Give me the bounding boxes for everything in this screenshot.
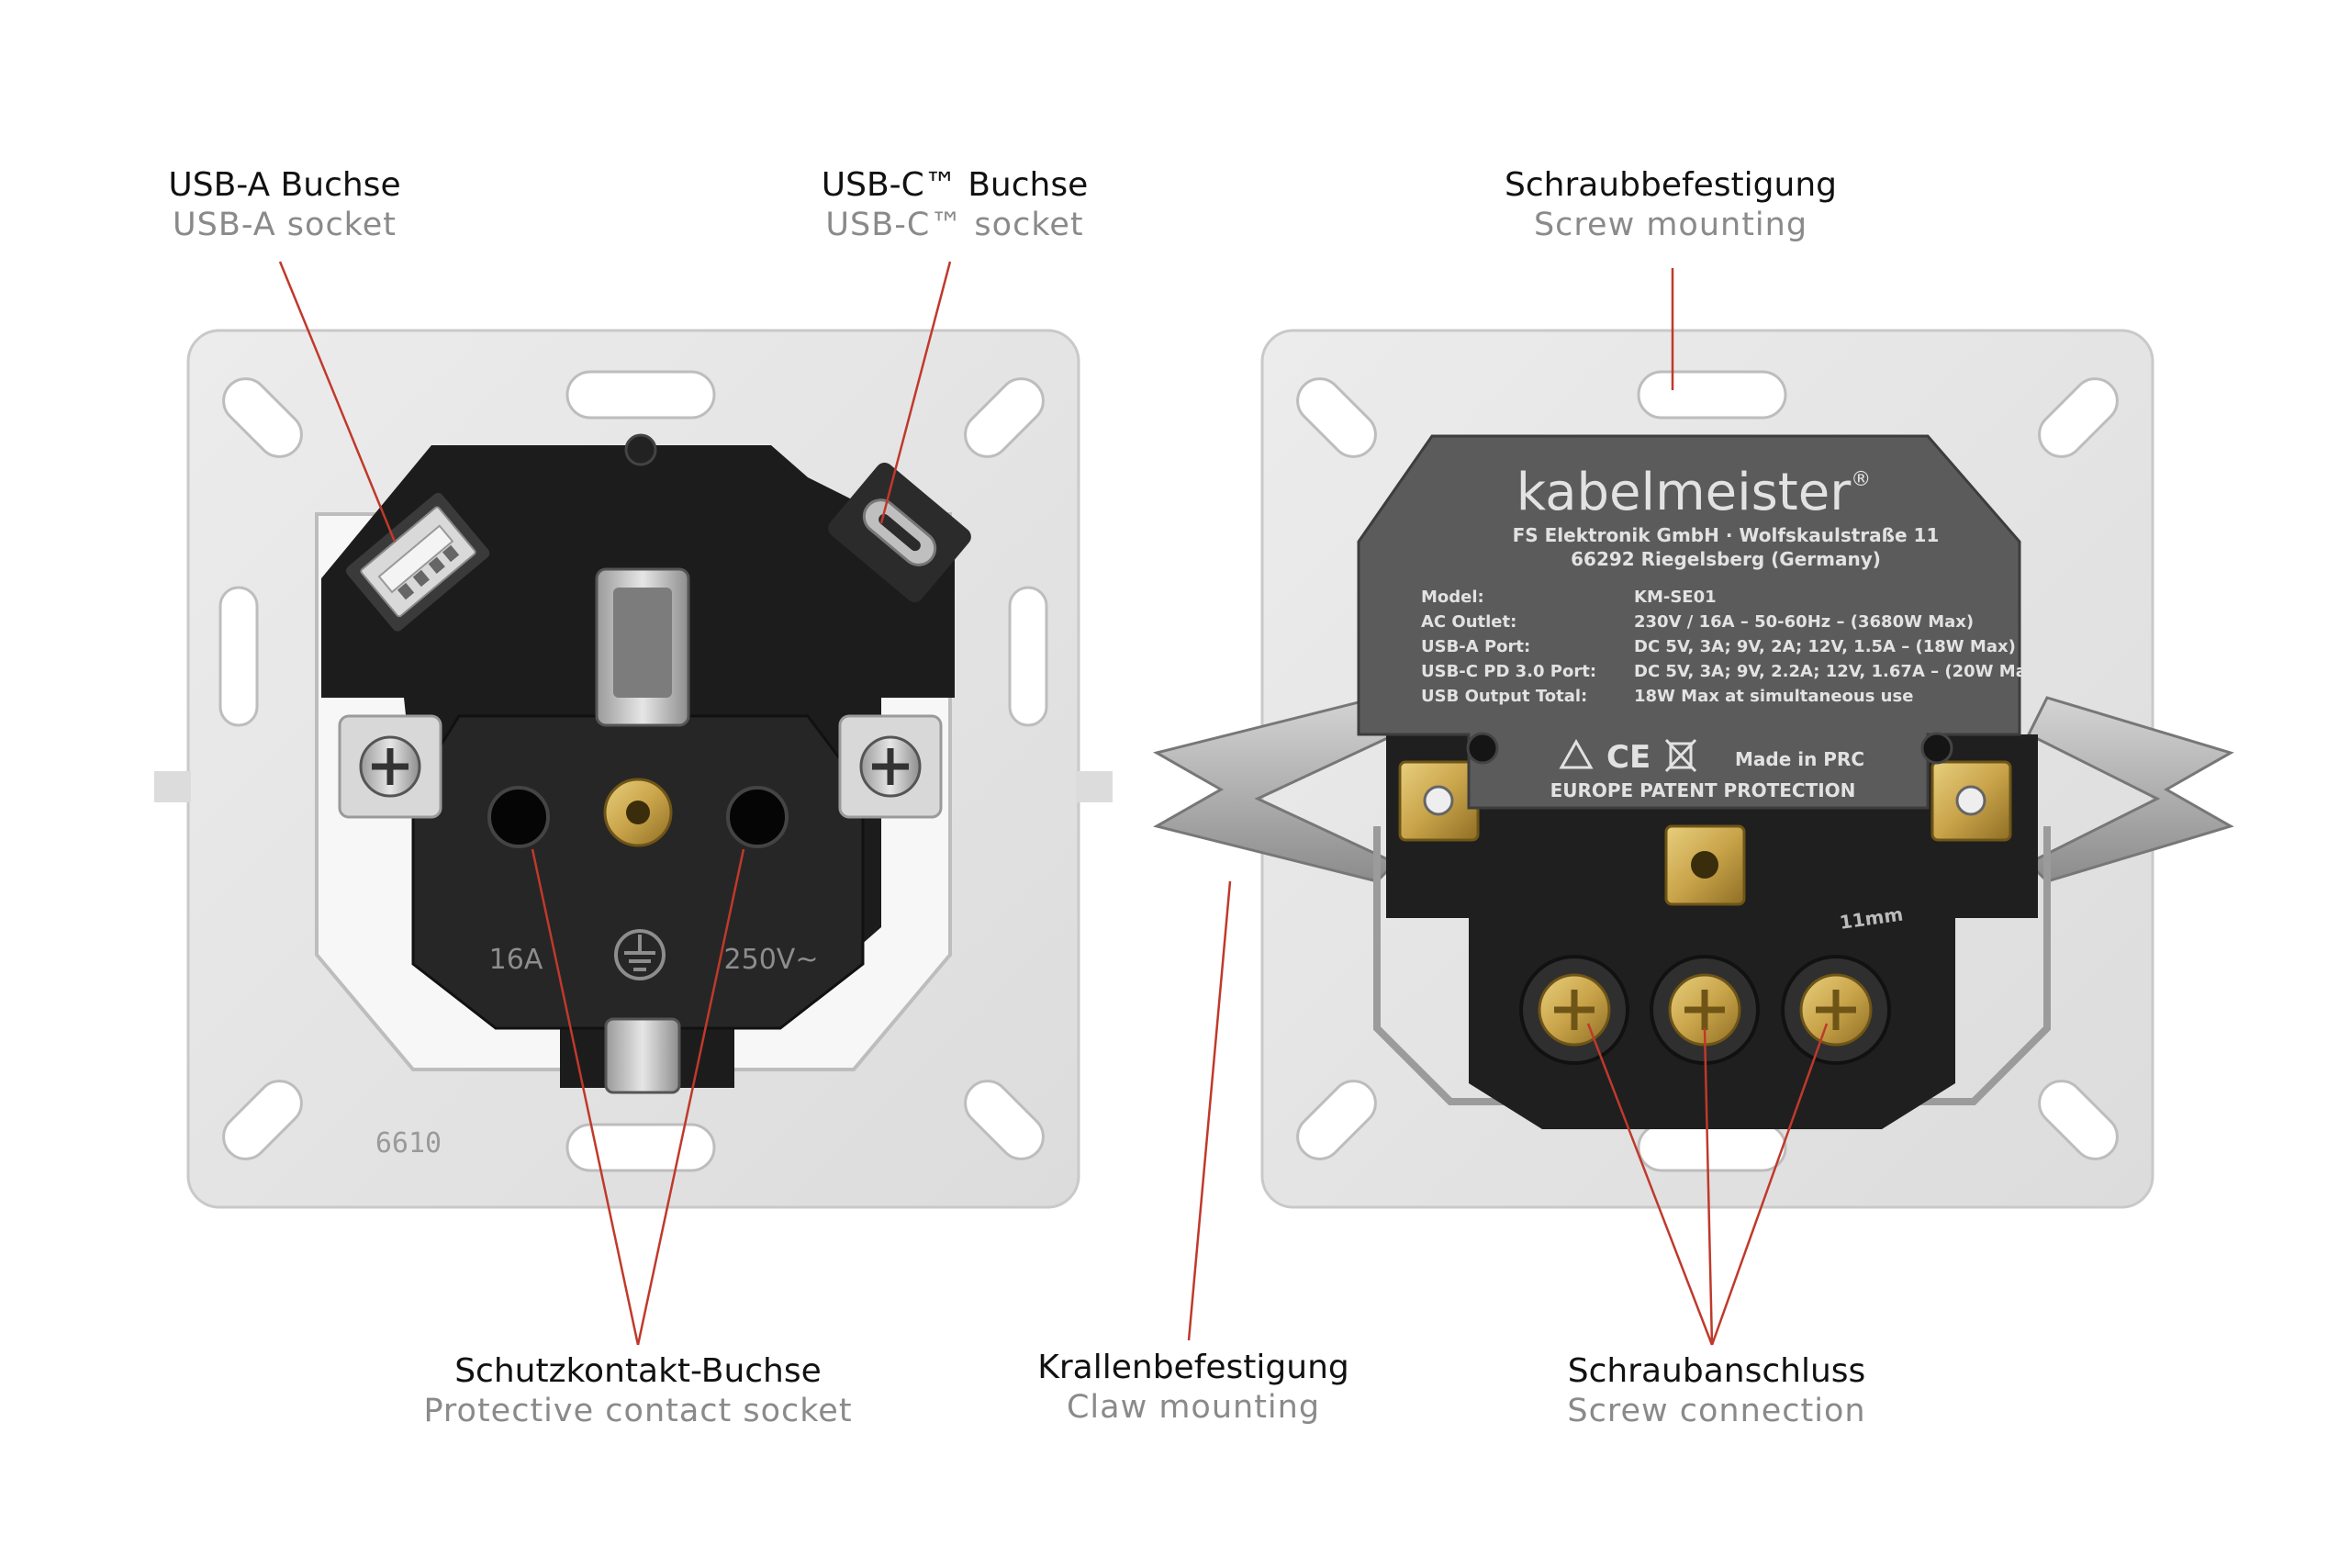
back-label-made-in: Made in PRC — [1735, 748, 1864, 770]
leader-screw-conn-right — [1710, 1023, 1829, 1346]
front-earth-clip-bottom — [604, 1017, 681, 1094]
front-plate-slot-bl — [222, 1080, 303, 1160]
callout-claw-mount-en: Claw mounting — [1066, 1389, 1321, 1426]
spec-value-ac-outlet: 230V / 16A – 50-60Hz – (3680W Max) — [1634, 612, 1974, 632]
front-top-screw-icon — [624, 433, 657, 466]
callout-protective-contact-en: Protective contact socket — [423, 1393, 853, 1429]
back-label-city: 66292 Riegelsberg (Germany) — [1571, 548, 1881, 570]
callout-usb-a-en: USB-A socket — [173, 207, 397, 243]
back-plate-slot-top — [1637, 370, 1787, 420]
callout-usb-c-en: USB-C™ socket — [825, 207, 1084, 243]
weee-bin-icon — [1664, 738, 1697, 773]
back-brass-terminal-left — [1398, 760, 1480, 842]
leader-claw-mount — [1187, 880, 1232, 1341]
front-plate-slot-top — [565, 370, 716, 420]
front-socket-face — [411, 714, 865, 1030]
front-rating-current: 16A — [489, 944, 543, 976]
back-plate-slot-tl — [1296, 377, 1377, 458]
spec-key-usb-c: USB-C PD 3.0 Port: — [1421, 662, 1596, 681]
front-plate-slot-tr — [964, 377, 1045, 458]
back-screw-terminals — [1519, 955, 1891, 1065]
front-rating-voltage: 250V~ — [724, 944, 819, 976]
leader-screw-conn-center — [1703, 1027, 1714, 1346]
callout-screw-connection: Schraubanschluss Screw connection — [1533, 1351, 1900, 1430]
leader-screw-conn-left — [1586, 1023, 1714, 1346]
front-plate-slot-right — [1008, 586, 1048, 727]
back-plate-slot-tr — [2038, 377, 2119, 458]
back-plate-slot-bl — [1296, 1080, 1377, 1160]
callout-screw-connection-en: Screw connection — [1567, 1393, 1866, 1429]
front-left-terminal — [338, 714, 442, 819]
front-center-brass-hole — [626, 801, 650, 824]
front-socket-hole-right — [726, 786, 789, 848]
front-device: 16A 250V~ 6610 — [154, 329, 1113, 1209]
spec-key-usb-total: USB Output Total: — [1421, 687, 1587, 706]
leader-protective-left — [531, 848, 640, 1346]
callout-protective-contact-de: Schutzkontakt-Buchse — [454, 1352, 822, 1390]
callout-usb-c-de: USB-C™ Buchse — [821, 166, 1089, 204]
callout-usb-a: USB-A Buchse USB-A socket — [147, 165, 422, 244]
usb-a-port-icon — [345, 492, 490, 632]
callout-screw-connection-de: Schraubanschluss — [1567, 1352, 1866, 1390]
leader-lines — [278, 261, 1829, 1346]
spec-key-ac-outlet: AC Outlet: — [1421, 612, 1516, 632]
spec-key-usb-a: USB-A Port: — [1421, 637, 1530, 656]
front-plate-slot-bottom — [565, 1123, 716, 1172]
front-plate-slot-left — [218, 586, 259, 727]
front-earth-clip-top-inner — [613, 588, 672, 698]
back-label-patent: EUROPE PATENT PROTECTION — [1550, 779, 1856, 801]
back-plate-slots — [1296, 370, 2119, 1172]
front-plate-tab-left — [154, 771, 191, 802]
leader-usb-c — [879, 261, 952, 524]
front-socket-hole-left — [487, 786, 550, 848]
spec-value-model: KM-SE01 — [1634, 588, 1717, 607]
back-label-brand-name: kabelmeister — [1516, 463, 1852, 522]
front-plate-slot-br — [964, 1080, 1045, 1160]
leader-protective-right — [636, 848, 745, 1346]
callout-usb-a-de: USB-A Buchse — [168, 166, 401, 204]
back-screw-terminal-center — [1650, 955, 1760, 1065]
spec-value-usb-a: DC 5V, 3A; 9V, 2A; 12V, 1.5A – (18W Max) — [1634, 637, 2016, 656]
back-plate-slot-br — [2038, 1080, 2119, 1160]
spec-key-model: Model: — [1421, 588, 1484, 607]
front-plate-tab-right — [1076, 771, 1113, 802]
callout-screw-mount-de: Schraubbefestigung — [1504, 166, 1838, 204]
spec-value-usb-total: 18W Max at simultaneous use — [1634, 687, 1913, 706]
back-screw-terminal-left — [1519, 955, 1629, 1065]
spec-value-usb-c: DC 5V, 3A; 9V, 2.2A; 12V, 1.67A – (20W M… — [1634, 662, 2045, 681]
back-plate-slot-bottom — [1637, 1123, 1787, 1172]
back-label-company: FS Elektronik GmbH · Wolfskaulstraße 11 — [1513, 524, 1940, 546]
back-brass-terminal-center — [1664, 824, 1746, 906]
callout-protective-contact: Schutzkontakt-Buchse Protective contact … — [395, 1351, 881, 1430]
back-device: kabelmeister® FS Elektronik GmbH · Wolfs… — [1153, 329, 2234, 1209]
usb-c-port-icon — [828, 463, 971, 602]
back-label-brand: kabelmeister® — [1516, 463, 1872, 522]
ukca-mark-icon — [1559, 738, 1594, 769]
back-label-brand-registered: ® — [1851, 468, 1871, 491]
front-right-terminal — [838, 714, 943, 819]
back-brass-terminal-right — [1930, 760, 2012, 842]
back-label-screw-right — [1920, 732, 1953, 765]
back-label-panel — [1357, 434, 2021, 810]
front-plate-slot-tl — [222, 377, 303, 458]
back-label-specs: Model: KM-SE01 AC Outlet: 230V / 16A – 5… — [1421, 588, 2045, 706]
back-screw-terminal-right — [1781, 955, 1891, 1065]
callout-screw-mount-en: Screw mounting — [1533, 207, 1808, 243]
ce-mark-icon: CE — [1606, 739, 1651, 776]
front-plate-number: 6610 — [375, 1127, 442, 1159]
callout-screw-mount: Schraubbefestigung Screw mounting — [1487, 165, 1854, 244]
leader-usb-a — [278, 261, 397, 543]
callout-claw-mount: Krallenbefestigung Claw mounting — [1010, 1348, 1377, 1427]
earth-ground-icon — [614, 929, 666, 980]
callout-usb-c: USB-C™ Buchse USB-C™ socket — [808, 165, 1102, 244]
callout-claw-mount-de: Krallenbefestigung — [1037, 1349, 1349, 1386]
back-label-screw-left — [1466, 732, 1499, 765]
